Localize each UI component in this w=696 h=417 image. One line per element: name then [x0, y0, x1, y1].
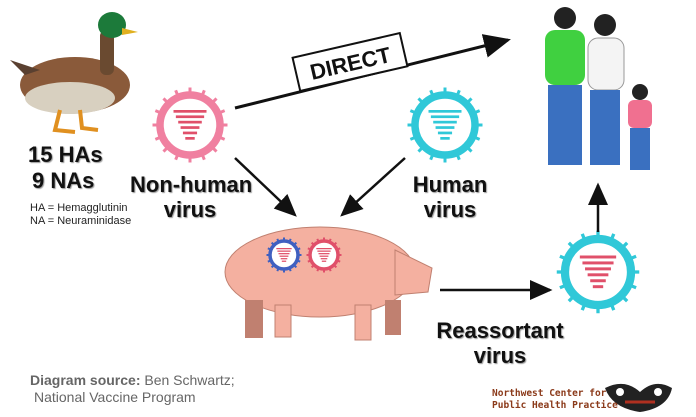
nonhuman-to-pig-arrow [234, 157, 297, 217]
direct-label-box: DIRECT [291, 31, 409, 93]
source-author: Ben Schwartz; [140, 372, 235, 388]
human-virus-icon [407, 87, 483, 163]
human-virus-label: virus [423, 197, 477, 222]
pig-virus-icon-1 [266, 237, 302, 273]
ha-legend: HA = Hemagglutinin [30, 202, 128, 214]
human-family-illustration [545, 7, 652, 170]
reassortant-label: Reassortant [436, 318, 564, 343]
source-program: National Vaccine Program [34, 389, 196, 405]
na-legend: NA = Neuraminidase [30, 215, 132, 227]
reassortant-virus-label: virus [473, 343, 527, 368]
reassortant-virus-icon [556, 230, 640, 314]
logo-line1: Northwest Center for [492, 388, 607, 399]
nonhuman-label: Non-human [130, 172, 253, 197]
pig-virus-icon-2 [306, 237, 342, 273]
logo-line2: Public Health Practice [492, 400, 618, 411]
na-count: 9 NAs [32, 168, 95, 193]
ha-count: 15 HAs [28, 142, 103, 167]
logo-mark [605, 383, 672, 412]
nonhuman-virus-icon [152, 87, 228, 163]
duck-illustration [10, 12, 138, 134]
human-to-pig-arrow [340, 157, 406, 217]
source-prefix: Diagram source: [30, 372, 141, 388]
diagram-source: Diagram source: Ben Schwartz; [30, 372, 235, 389]
human-label: Human [412, 172, 488, 197]
nonhuman-virus-label: virus [163, 197, 217, 222]
